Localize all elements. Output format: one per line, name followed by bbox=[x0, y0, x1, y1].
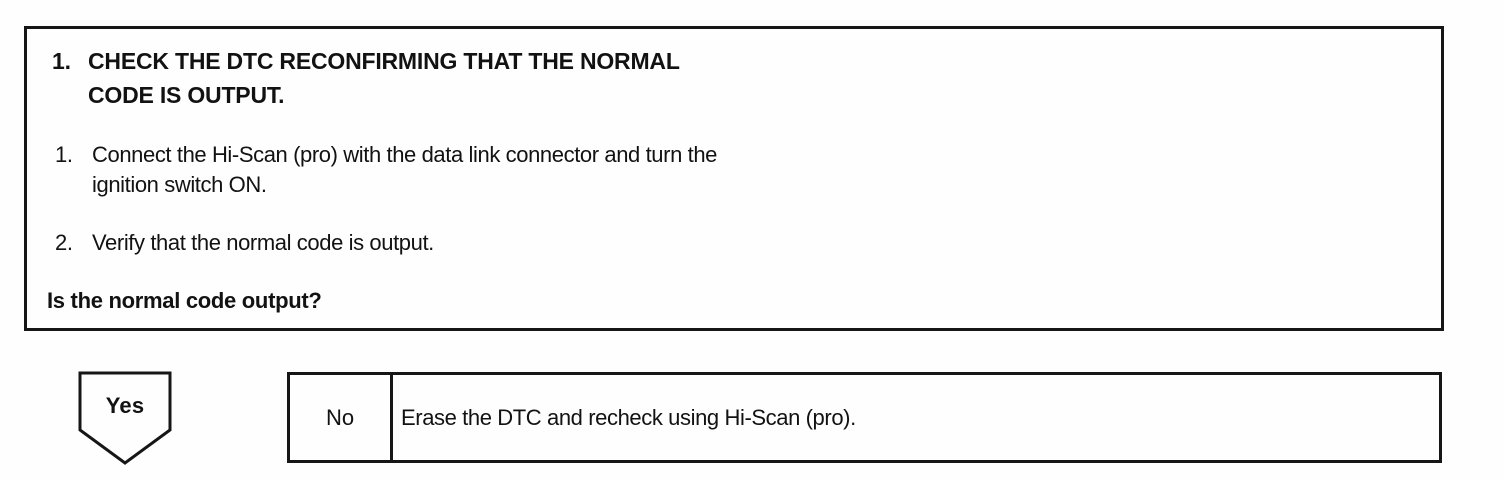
step-2-line-1: Verify that the normal code is output. bbox=[92, 230, 434, 255]
step-item-2: 2. Verify that the normal code is output… bbox=[55, 228, 434, 258]
no-action-box: No Erase the DTC and recheck using Hi-Sc… bbox=[287, 372, 1442, 463]
step-1-number: 1. bbox=[55, 142, 73, 167]
no-action-text: Erase the DTC and recheck using Hi-Scan … bbox=[401, 404, 856, 430]
no-action-cell: Erase the DTC and recheck using Hi-Scan … bbox=[393, 375, 1439, 460]
yes-connector: Yes bbox=[74, 367, 178, 471]
procedure-box: 1. CHECK THE DTC RECONFIRMING THAT THE N… bbox=[24, 26, 1444, 331]
step-1-line-1: Connect the Hi-Scan (pro) with the data … bbox=[92, 142, 718, 167]
step-1-line-2: ignition switch ON. bbox=[92, 172, 267, 197]
heading-line-1: CHECK THE DTC RECONFIRMING THAT THE NORM… bbox=[88, 48, 680, 74]
yes-pentagon-icon bbox=[78, 371, 172, 465]
step-1-text: Connect the Hi-Scan (pro) with the data … bbox=[92, 140, 717, 200]
yes-label: Yes bbox=[105, 393, 145, 418]
step-2-number: 2. bbox=[55, 230, 73, 255]
heading-line-2: CODE IS OUTPUT. bbox=[88, 82, 285, 108]
no-label-cell: No bbox=[290, 375, 393, 460]
heading-text: CHECK THE DTC RECONFIRMING THAT THE NORM… bbox=[88, 44, 680, 112]
heading-number: 1. bbox=[52, 48, 71, 74]
question-text: Is the normal code output? bbox=[47, 288, 322, 313]
no-label: No bbox=[325, 404, 355, 430]
procedure-heading: 1. CHECK THE DTC RECONFIRMING THAT THE N… bbox=[52, 44, 680, 112]
step-2-text: Verify that the normal code is output. bbox=[92, 228, 434, 258]
step-item-1: 1. Connect the Hi-Scan (pro) with the da… bbox=[55, 140, 717, 200]
